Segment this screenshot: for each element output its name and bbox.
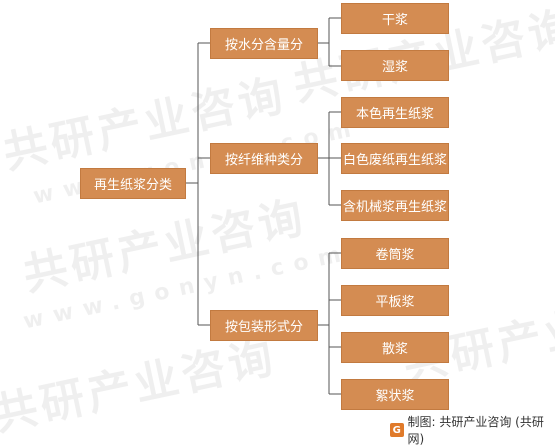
leaf-node: 干浆 [341, 3, 449, 34]
brand-logo-icon: G [390, 423, 404, 437]
source-footer: G 制图: 共研产业咨询 (共研网) [390, 413, 555, 447]
leaf-node: 本色再生纸浆 [341, 97, 449, 128]
leaf-node: 卷筒浆 [341, 238, 449, 269]
leaf-node: 平板浆 [341, 285, 449, 316]
connector-lines [0, 0, 555, 437]
leaf-node: 湿浆 [341, 50, 449, 81]
leaf-node: 散浆 [341, 332, 449, 363]
root-node: 再生纸浆分类 [80, 168, 186, 199]
leaf-node: 絮状浆 [341, 379, 449, 410]
leaf-node: 含机械浆再生纸浆 [341, 190, 449, 221]
group-node-fiber: 按纤维种类分 [210, 143, 318, 174]
leaf-node: 白色废纸再生纸浆 [341, 143, 449, 174]
footer-text: 制图: 共研产业咨询 (共研网) [408, 413, 555, 447]
group-node-packaging: 按包装形式分 [210, 310, 318, 341]
group-node-moisture: 按水分含量分 [210, 28, 318, 59]
